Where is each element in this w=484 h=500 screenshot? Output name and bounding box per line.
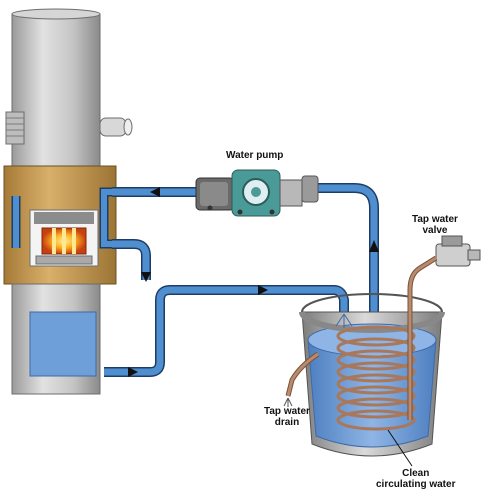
water-pump	[196, 170, 318, 216]
upper-cylinder	[12, 14, 100, 166]
side-port-plug	[100, 118, 126, 136]
cylinder-top	[12, 9, 100, 19]
water-bath	[302, 294, 442, 456]
tap-water-drain-label: Tap water drain	[264, 406, 310, 428]
lower-water-jacket	[30, 312, 96, 376]
block-outlet-pipe	[112, 244, 146, 280]
side-port-ribbed	[6, 112, 24, 144]
tap-water-valve-label: Tap water valve	[412, 214, 458, 236]
instrument-column	[4, 9, 132, 394]
clean-circulating-water-label: Clean circulating water	[376, 468, 455, 490]
water-pump-label: Water pump	[226, 150, 283, 161]
